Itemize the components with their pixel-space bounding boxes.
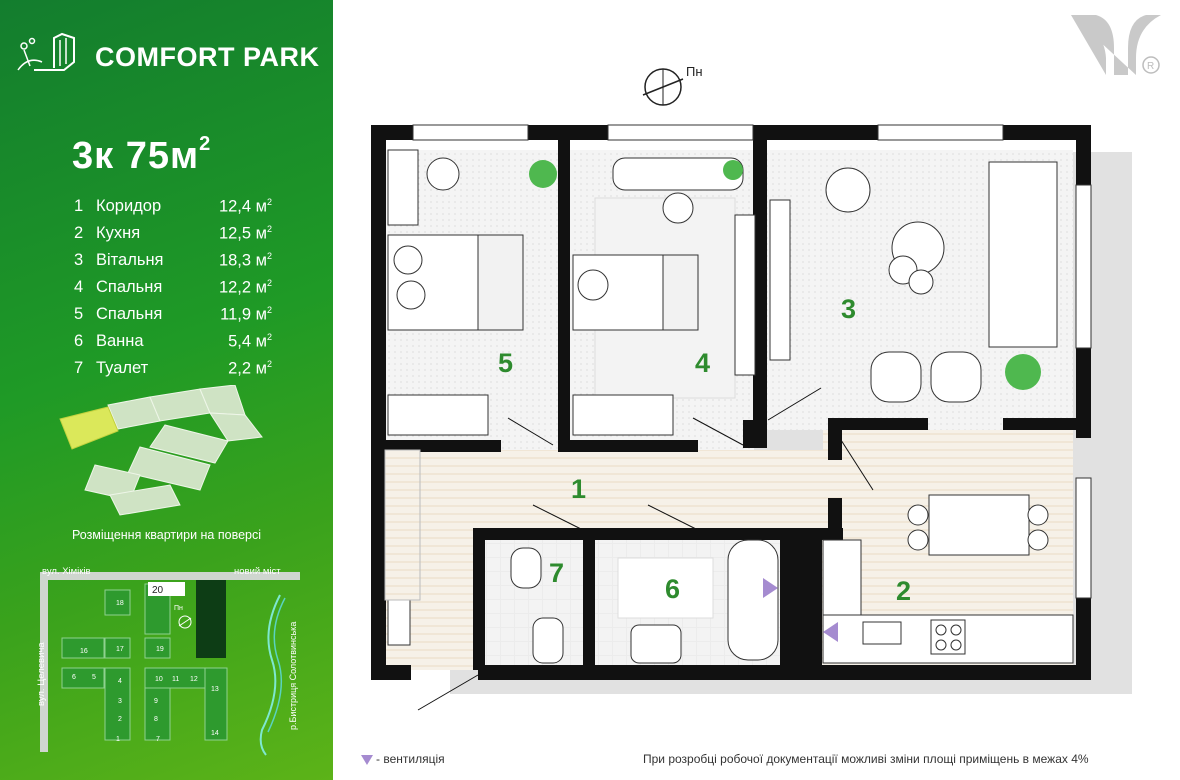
building-number: 11 — [172, 676, 180, 683]
building-number: 4 — [118, 678, 122, 685]
vent-legend: - вентиляція — [376, 752, 445, 766]
building-number: 19 — [156, 646, 164, 653]
park-logo-icon — [17, 32, 75, 71]
river-label: р.Бистриця Солотвинська — [288, 621, 298, 730]
room-label-7: 7 — [549, 558, 564, 588]
street-label-left: вул. Целевича — [36, 642, 47, 706]
building-number: 9 — [154, 698, 158, 705]
room-label-5: 5 — [498, 348, 513, 378]
apartment-highlight — [59, 406, 119, 450]
map-north-label: Пн — [174, 605, 183, 612]
floor-placement-diagram — [59, 385, 263, 516]
building-number: 3 — [118, 698, 122, 705]
building-number: 17 — [116, 646, 124, 653]
building-number: 7 — [156, 736, 160, 743]
site-map — [40, 572, 300, 756]
floor-plan: 1 2 3 4 5 6 7 — [371, 124, 1132, 711]
building-number: 20 — [152, 585, 164, 596]
placement-caption: Розміщення квартири на поверсі — [71, 528, 262, 542]
floor-plan-area: R Пн — [333, 0, 1180, 780]
vent-legend-icon — [361, 755, 373, 765]
compass-label: Пн — [686, 64, 703, 79]
street-label-top: вул. Хіміків — [42, 566, 91, 577]
apartment-title: 3к 75м2 — [72, 133, 212, 177]
building-number: 12 — [190, 676, 198, 683]
developer-logo-icon: R — [1071, 15, 1161, 75]
disclaimer: При розробці робочої документації можлив… — [643, 752, 1089, 766]
svg-text:R: R — [1147, 61, 1154, 72]
building-number: 8 — [154, 716, 158, 723]
brand-name: COMFORT PARK — [95, 42, 320, 72]
building-number: 10 — [155, 676, 163, 683]
building-number: 14 — [211, 730, 219, 737]
room-label-1: 1 — [571, 474, 586, 504]
room-label-6: 6 — [665, 574, 680, 604]
building-number: 2 — [118, 716, 122, 723]
room-label-4: 4 — [695, 348, 710, 378]
building-number: 1 — [116, 736, 120, 743]
compass-icon: Пн — [642, 64, 703, 106]
building-number: 13 — [211, 686, 219, 693]
building-number: 18 — [116, 600, 124, 607]
building-number: 6 — [72, 674, 76, 681]
room-label-2: 2 — [896, 576, 911, 606]
building-number: 16 — [80, 648, 88, 655]
building-number: 5 — [92, 674, 96, 681]
room-label-3: 3 — [841, 294, 856, 324]
bridge-label: новий міст — [234, 566, 281, 577]
